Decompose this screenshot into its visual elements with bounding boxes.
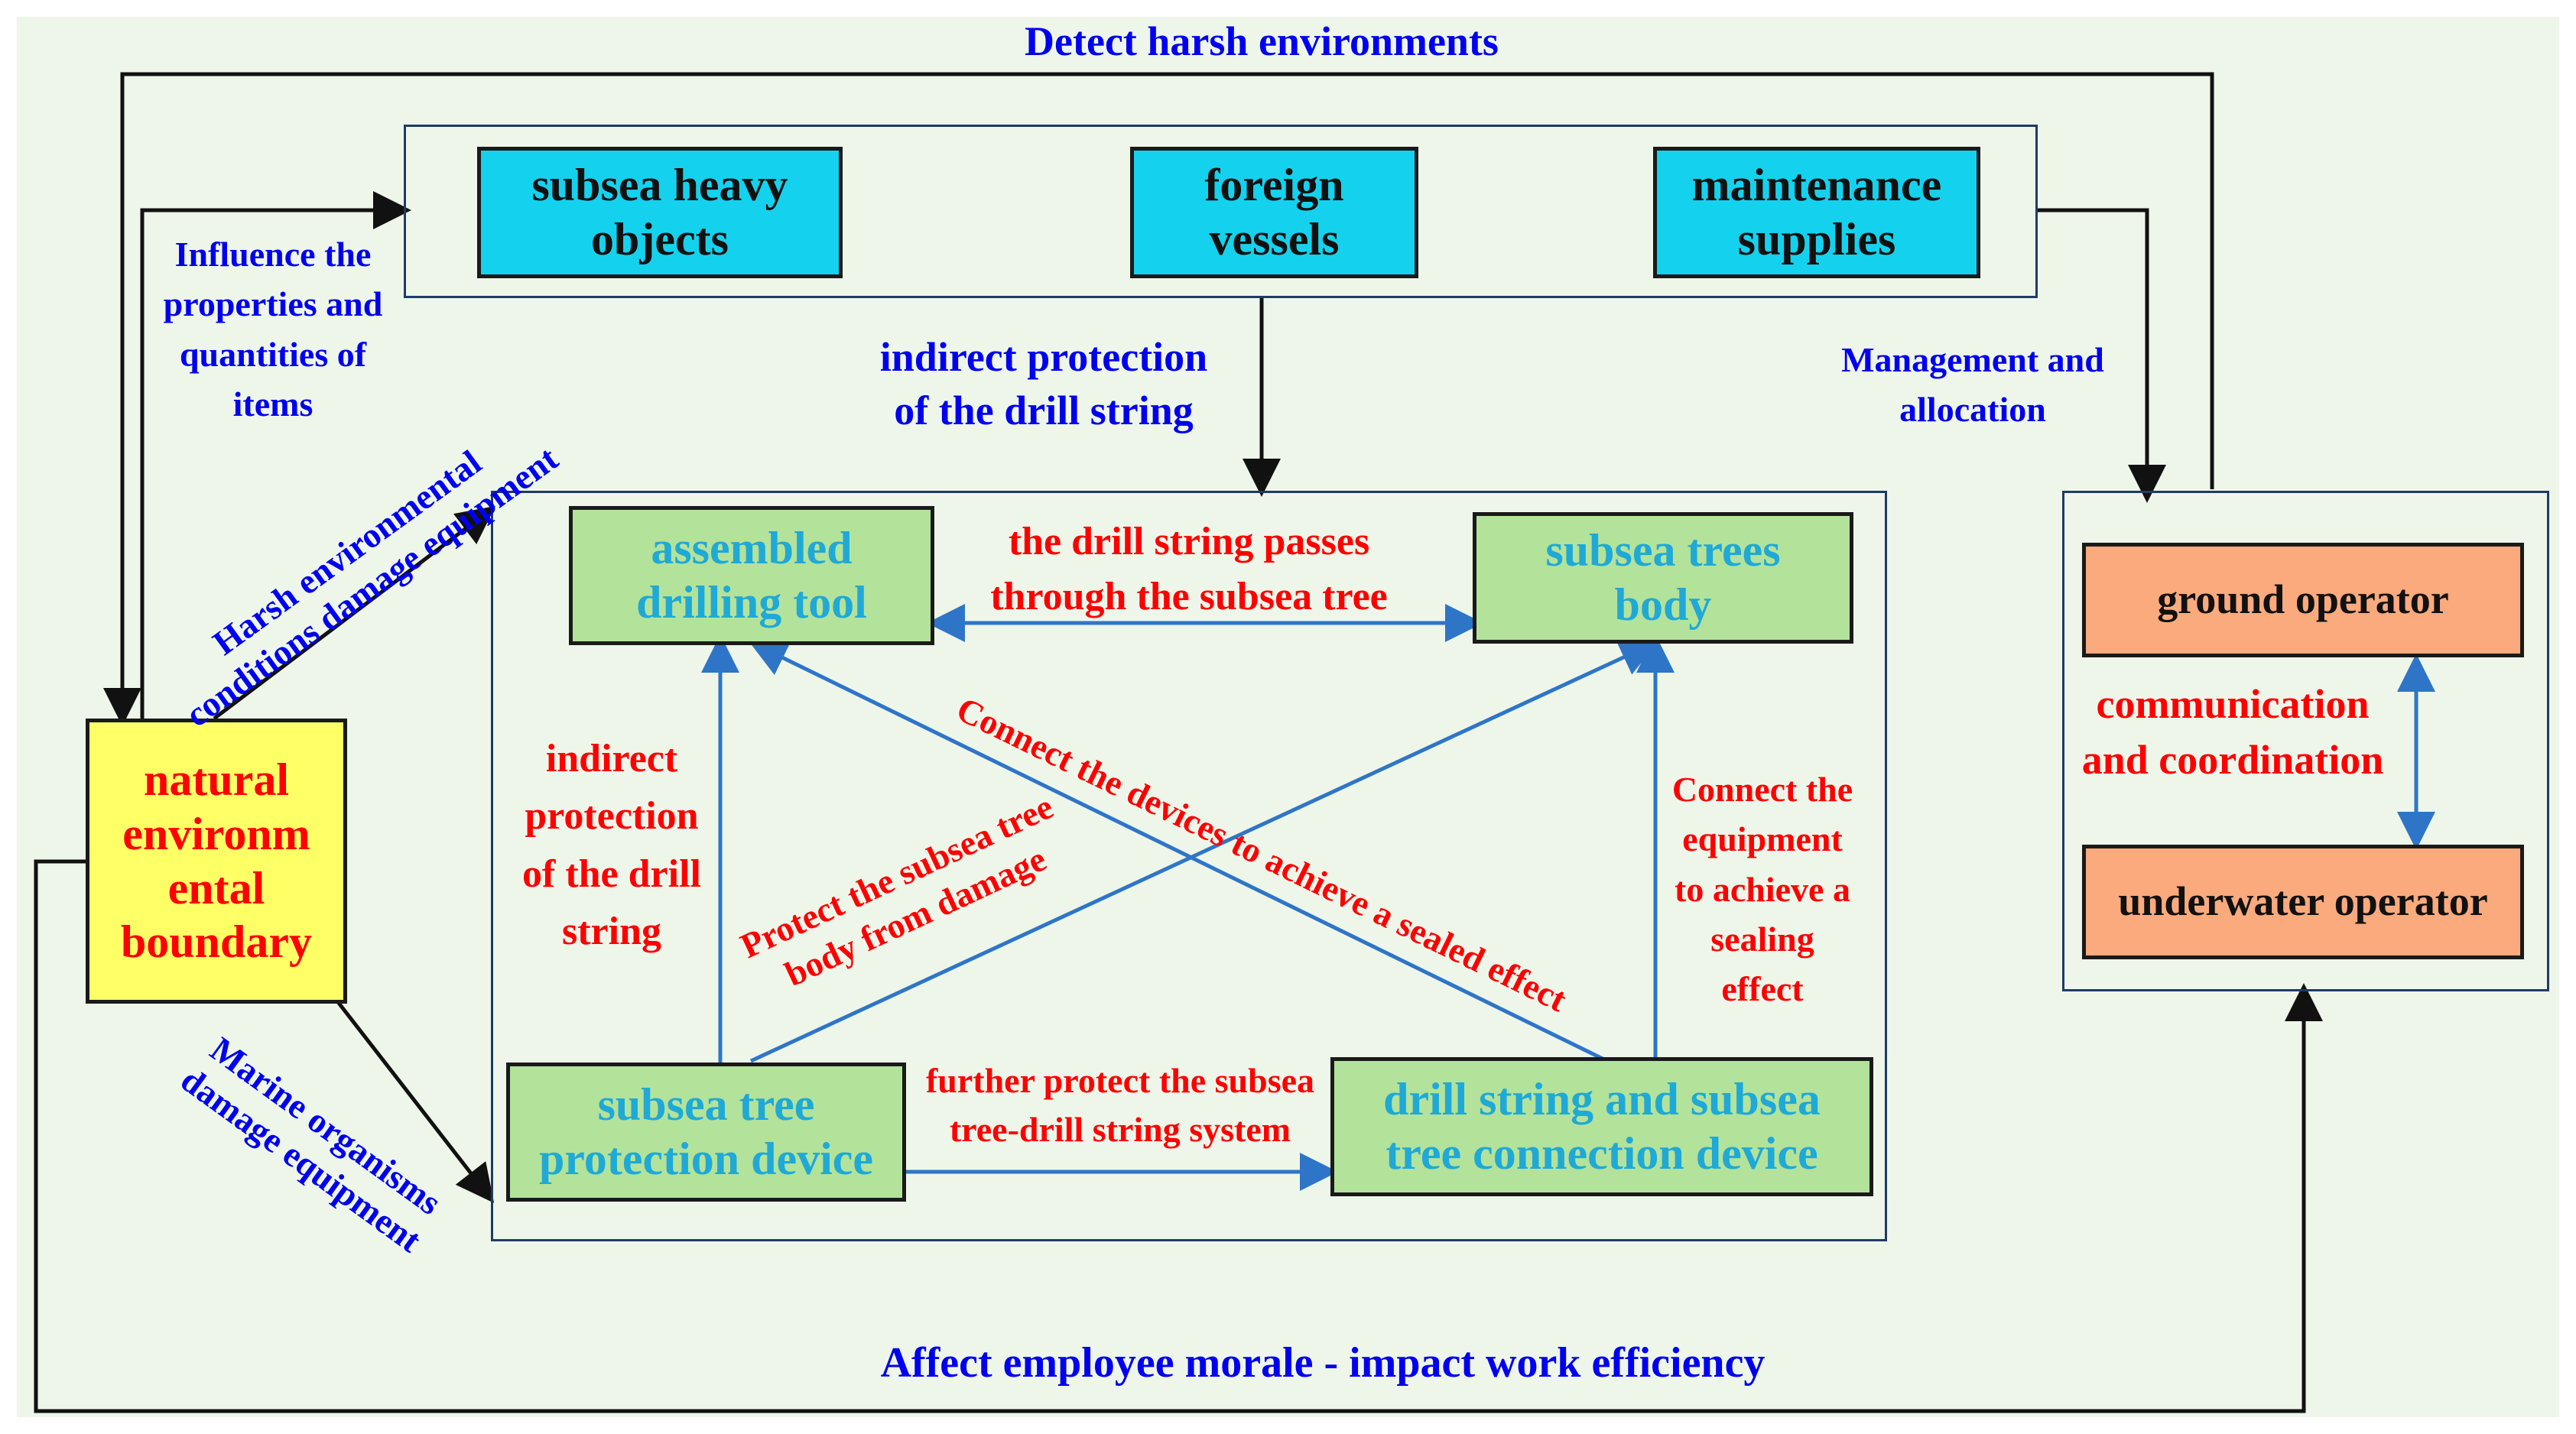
detect-harsh-label: Detect harsh environments	[1025, 18, 1499, 64]
ground-operator-text: ground operator	[2157, 576, 2449, 623]
affect-morale-connector	[34, 859, 2323, 1413]
tree-protection-box: subsea tree protection device	[506, 1063, 906, 1202]
management-label: Management and allocation	[1841, 340, 2104, 430]
drilling-tool-box: assembled drilling tool	[569, 506, 934, 645]
natural-boundary-text: natural environm ental boundary	[120, 754, 313, 968]
connect-equipment-label: Connect the equipment to achieve a seali…	[1671, 770, 1853, 1009]
passes-through-label: the drill string passes through the subs…	[990, 520, 1388, 618]
affect-morale-label: Affect employee morale - impact work eff…	[880, 1339, 1766, 1387]
foreign-vessels-box: foreign vessels	[1130, 147, 1418, 278]
ground-operator-box: ground operator	[2082, 543, 2524, 657]
influence-items-label: Influence the properties and quantities …	[163, 235, 383, 423]
marine-damage-connector	[329, 991, 495, 1203]
operators-group-frame	[2062, 491, 2549, 991]
equipment-group-frame	[491, 491, 1887, 1241]
detect-harsh-connector	[103, 72, 2214, 726]
harsh-damage-connector	[213, 505, 495, 720]
items-group-frame	[404, 125, 2038, 298]
underwater-operator-text: underwater operator	[2118, 878, 2488, 925]
subsea-trees-body-box: subsea trees body	[1473, 512, 1853, 644]
indirect-left-label: indirect protection of the drill string	[522, 737, 701, 954]
further-protect-label: further protect the subsea tree-drill st…	[925, 1061, 1315, 1150]
heavy-objects-box: subsea heavy objects	[477, 147, 843, 278]
subsea-trees-body-text: subsea trees body	[1545, 525, 1781, 630]
communication-label: communication and coordination	[2081, 681, 2384, 783]
foreign-vessels-text: foreign vessels	[1204, 160, 1344, 264]
indirect-top-label: indirect protection of the drill string	[879, 334, 1208, 434]
tree-protection-text: subsea tree protection device	[538, 1079, 874, 1184]
heavy-objects-text: subsea heavy objects	[531, 160, 788, 264]
connection-device-box: drill string and subsea tree connection …	[1330, 1057, 1873, 1196]
influence-items-connector	[140, 191, 411, 719]
drilling-tool-text: assembled drilling tool	[636, 523, 867, 628]
natural-boundary-box: natural environm ental boundary	[86, 719, 347, 1004]
underwater-operator-box: underwater operator	[2082, 845, 2524, 959]
maintenance-supplies-box: maintenance supplies	[1653, 147, 1980, 278]
maintenance-supplies-text: maintenance supplies	[1691, 160, 1942, 264]
connection-device-text: drill string and subsea tree connection …	[1383, 1074, 1821, 1179]
protect-tree-connector	[749, 640, 1659, 1063]
management-connector	[2035, 208, 2166, 503]
connect-devices-connector	[749, 641, 1606, 1062]
